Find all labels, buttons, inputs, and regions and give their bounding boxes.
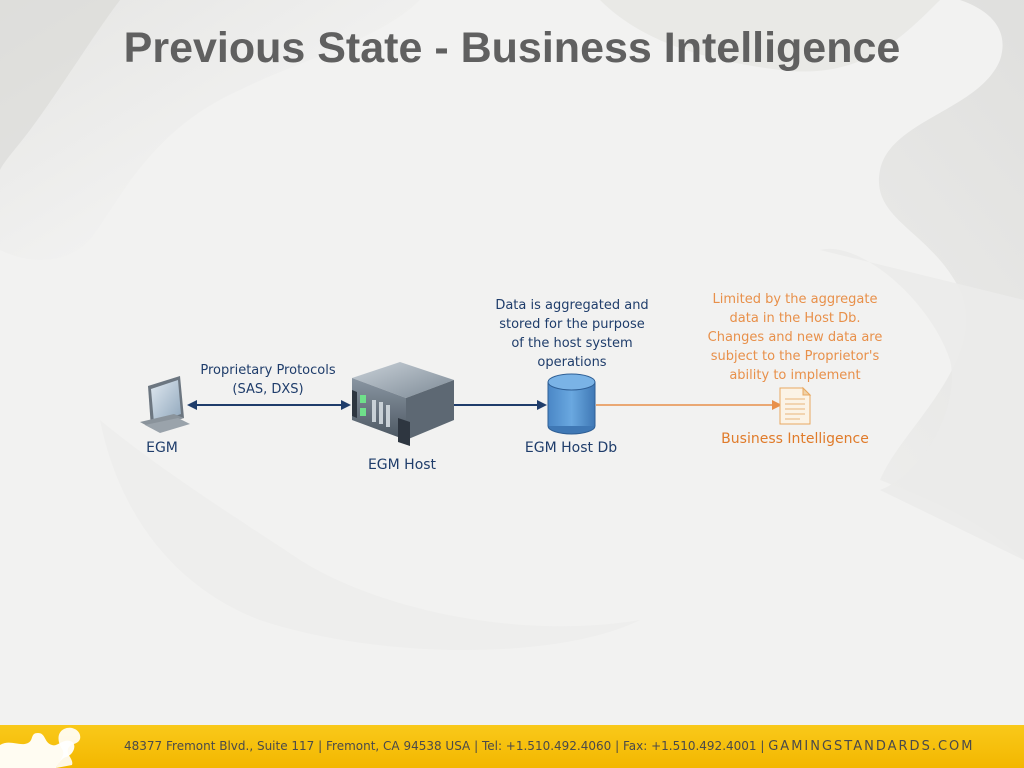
edge-label-line: Proprietary Protocols: [200, 363, 336, 378]
annotation-line: stored for the purpose: [499, 317, 645, 332]
node-label-host-db: EGM Host Db: [524, 440, 618, 456]
server-icon: [352, 362, 454, 446]
monitor-icon: [140, 376, 190, 433]
footer-contact: 48377 Fremont Blvd., Suite 117 | Fremont…: [124, 739, 974, 754]
annotation-line: Data is aggregated and: [495, 298, 649, 313]
annotation-line: Changes and new data are: [707, 330, 883, 345]
node-label-egm-host: EGM Host: [367, 457, 437, 473]
node-label-bi: Business Intelligence: [721, 431, 869, 447]
annotation-line: of the host system: [511, 336, 633, 351]
annotation-line: Limited by the aggregate: [712, 292, 878, 307]
annotation-line: data in the Host Db.: [729, 311, 861, 326]
footer-bar: 48377 Fremont Blvd., Suite 117 | Fremont…: [0, 725, 1024, 768]
annotation-line: ability to implement: [729, 368, 861, 383]
db-annotation: Data is aggregated and stored for the pu…: [486, 296, 658, 372]
edge-label-protocols: Proprietary Protocols (SAS, DXS): [190, 361, 346, 399]
node-label-egm: EGM: [146, 440, 178, 456]
footer-brand-link[interactable]: GAMINGSTANDARDS.COM: [768, 739, 975, 754]
puzzle-logo-icon: [0, 727, 81, 768]
database-icon: [547, 373, 596, 435]
annotation-line: operations: [537, 355, 607, 370]
page-title: Previous State - Business Intelligence: [123, 24, 901, 72]
document-icon: [779, 386, 812, 425]
annotation-line: subject to the Proprietor's: [710, 349, 880, 364]
edge-label-line: (SAS, DXS): [232, 382, 304, 397]
bi-annotation: Limited by the aggregate data in the Hos…: [700, 290, 890, 385]
footer-address: 48377 Fremont Blvd., Suite 117 | Fremont…: [124, 739, 765, 753]
